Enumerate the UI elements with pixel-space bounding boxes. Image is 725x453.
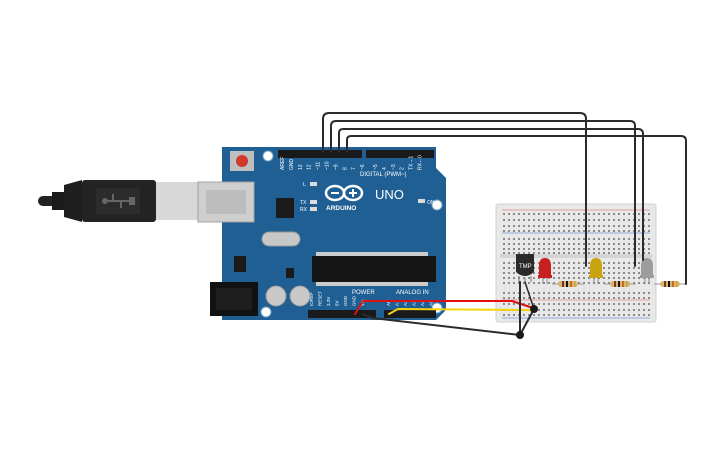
analog-pin-label: A1: [395, 300, 400, 306]
digital-header-label: DIGITAL (PWM~): [360, 172, 407, 178]
digital-pin-label: ~9: [333, 164, 339, 170]
led-red[interactable]: [538, 258, 552, 284]
capacitor: [289, 285, 311, 307]
power-pin-label: 3.3V: [326, 297, 331, 306]
digital-pin-label: ~10: [325, 161, 331, 170]
wire-pin9-resistor[interactable]: [346, 135, 687, 285]
digital-pin-label: 8: [342, 167, 348, 170]
analog-label: ANALOG IN: [396, 290, 429, 296]
wire-sensor-out[interactable]: [524, 281, 535, 310]
mounting-hole: [260, 306, 272, 318]
digital-pin-label: ~3: [391, 164, 397, 170]
analog-header: [384, 310, 436, 318]
analog-pin-label: A2: [403, 300, 408, 306]
analog-pin-label: A4: [420, 300, 425, 306]
wire-pin12-red-led[interactable]: [322, 112, 587, 267]
digital-header-left: [278, 150, 362, 158]
wire-gnd[interactable]: [362, 308, 535, 336]
temperature-sensor[interactable]: TMP: [516, 254, 534, 282]
usb-cable[interactable]: [38, 180, 198, 222]
led-l-label: L: [303, 182, 306, 188]
power-pin-label: IOREF: [309, 292, 314, 306]
crystal: [261, 231, 301, 247]
usb-chip: [276, 198, 294, 218]
chip-pins: [316, 252, 428, 286]
board-model: UNO: [375, 187, 404, 202]
digital-pin-label: ~6: [360, 164, 366, 170]
wire-junction: [530, 305, 538, 313]
digital-pin-label: 7: [351, 167, 357, 170]
power-label: POWER: [352, 290, 375, 296]
usb-icon: [102, 194, 135, 208]
digital-pin-label: ~11: [316, 162, 322, 170]
on-led-label: ON: [427, 200, 435, 206]
digital-pin-label: 12: [307, 164, 313, 170]
led-yellow[interactable]: [589, 258, 603, 284]
wire-pin10-grey-led[interactable]: [338, 128, 644, 261]
sensor-label: TMP: [519, 264, 532, 270]
power-pin-label: 5V: [335, 300, 340, 306]
digital-pin-label: ~5: [373, 164, 379, 170]
regulator: [234, 256, 246, 272]
digital-pin-label: 4: [382, 167, 388, 170]
power-pin-label: GND: [343, 295, 348, 306]
led-grey[interactable]: [640, 258, 654, 284]
analog-pin-label: A5: [429, 300, 434, 306]
resistor-1[interactable]: [552, 281, 584, 287]
led-rx-label: RX: [300, 207, 308, 213]
resistor-3[interactable]: [654, 281, 686, 287]
digital-pin-label: 2: [400, 167, 406, 170]
digital-pin-label: 13: [298, 164, 304, 170]
digital-pin-label: AREF: [280, 157, 286, 170]
digital-header-right: [366, 150, 434, 158]
power-header: [308, 310, 376, 318]
capacitor: [265, 285, 287, 307]
mounting-hole: [431, 199, 443, 211]
analog-pin-label: A0: [386, 300, 391, 306]
resistor-2[interactable]: [604, 281, 636, 287]
analog-pin-label: A3: [412, 300, 417, 306]
digital-pin-label: RX←0: [418, 155, 424, 170]
power-pin-label: RESET: [318, 291, 323, 306]
power-pin-label: GND: [352, 295, 357, 306]
center-channel: [500, 254, 652, 258]
arduino-brand: ARDUINO: [326, 205, 356, 212]
wire-pin11-yellow-led[interactable]: [330, 120, 636, 267]
atmega-chip: [312, 256, 436, 282]
wire-junction: [516, 331, 524, 339]
mounting-hole: [262, 150, 274, 162]
digital-pin-label: TX→1: [409, 156, 415, 170]
wire-a0[interactable]: [388, 308, 531, 315]
arduino-logo: [324, 184, 364, 202]
wire-5v[interactable]: [354, 300, 537, 315]
led-group: [538, 258, 654, 284]
digital-pin-label: GND: [289, 159, 295, 171]
led-tx-label: TX: [300, 200, 307, 206]
